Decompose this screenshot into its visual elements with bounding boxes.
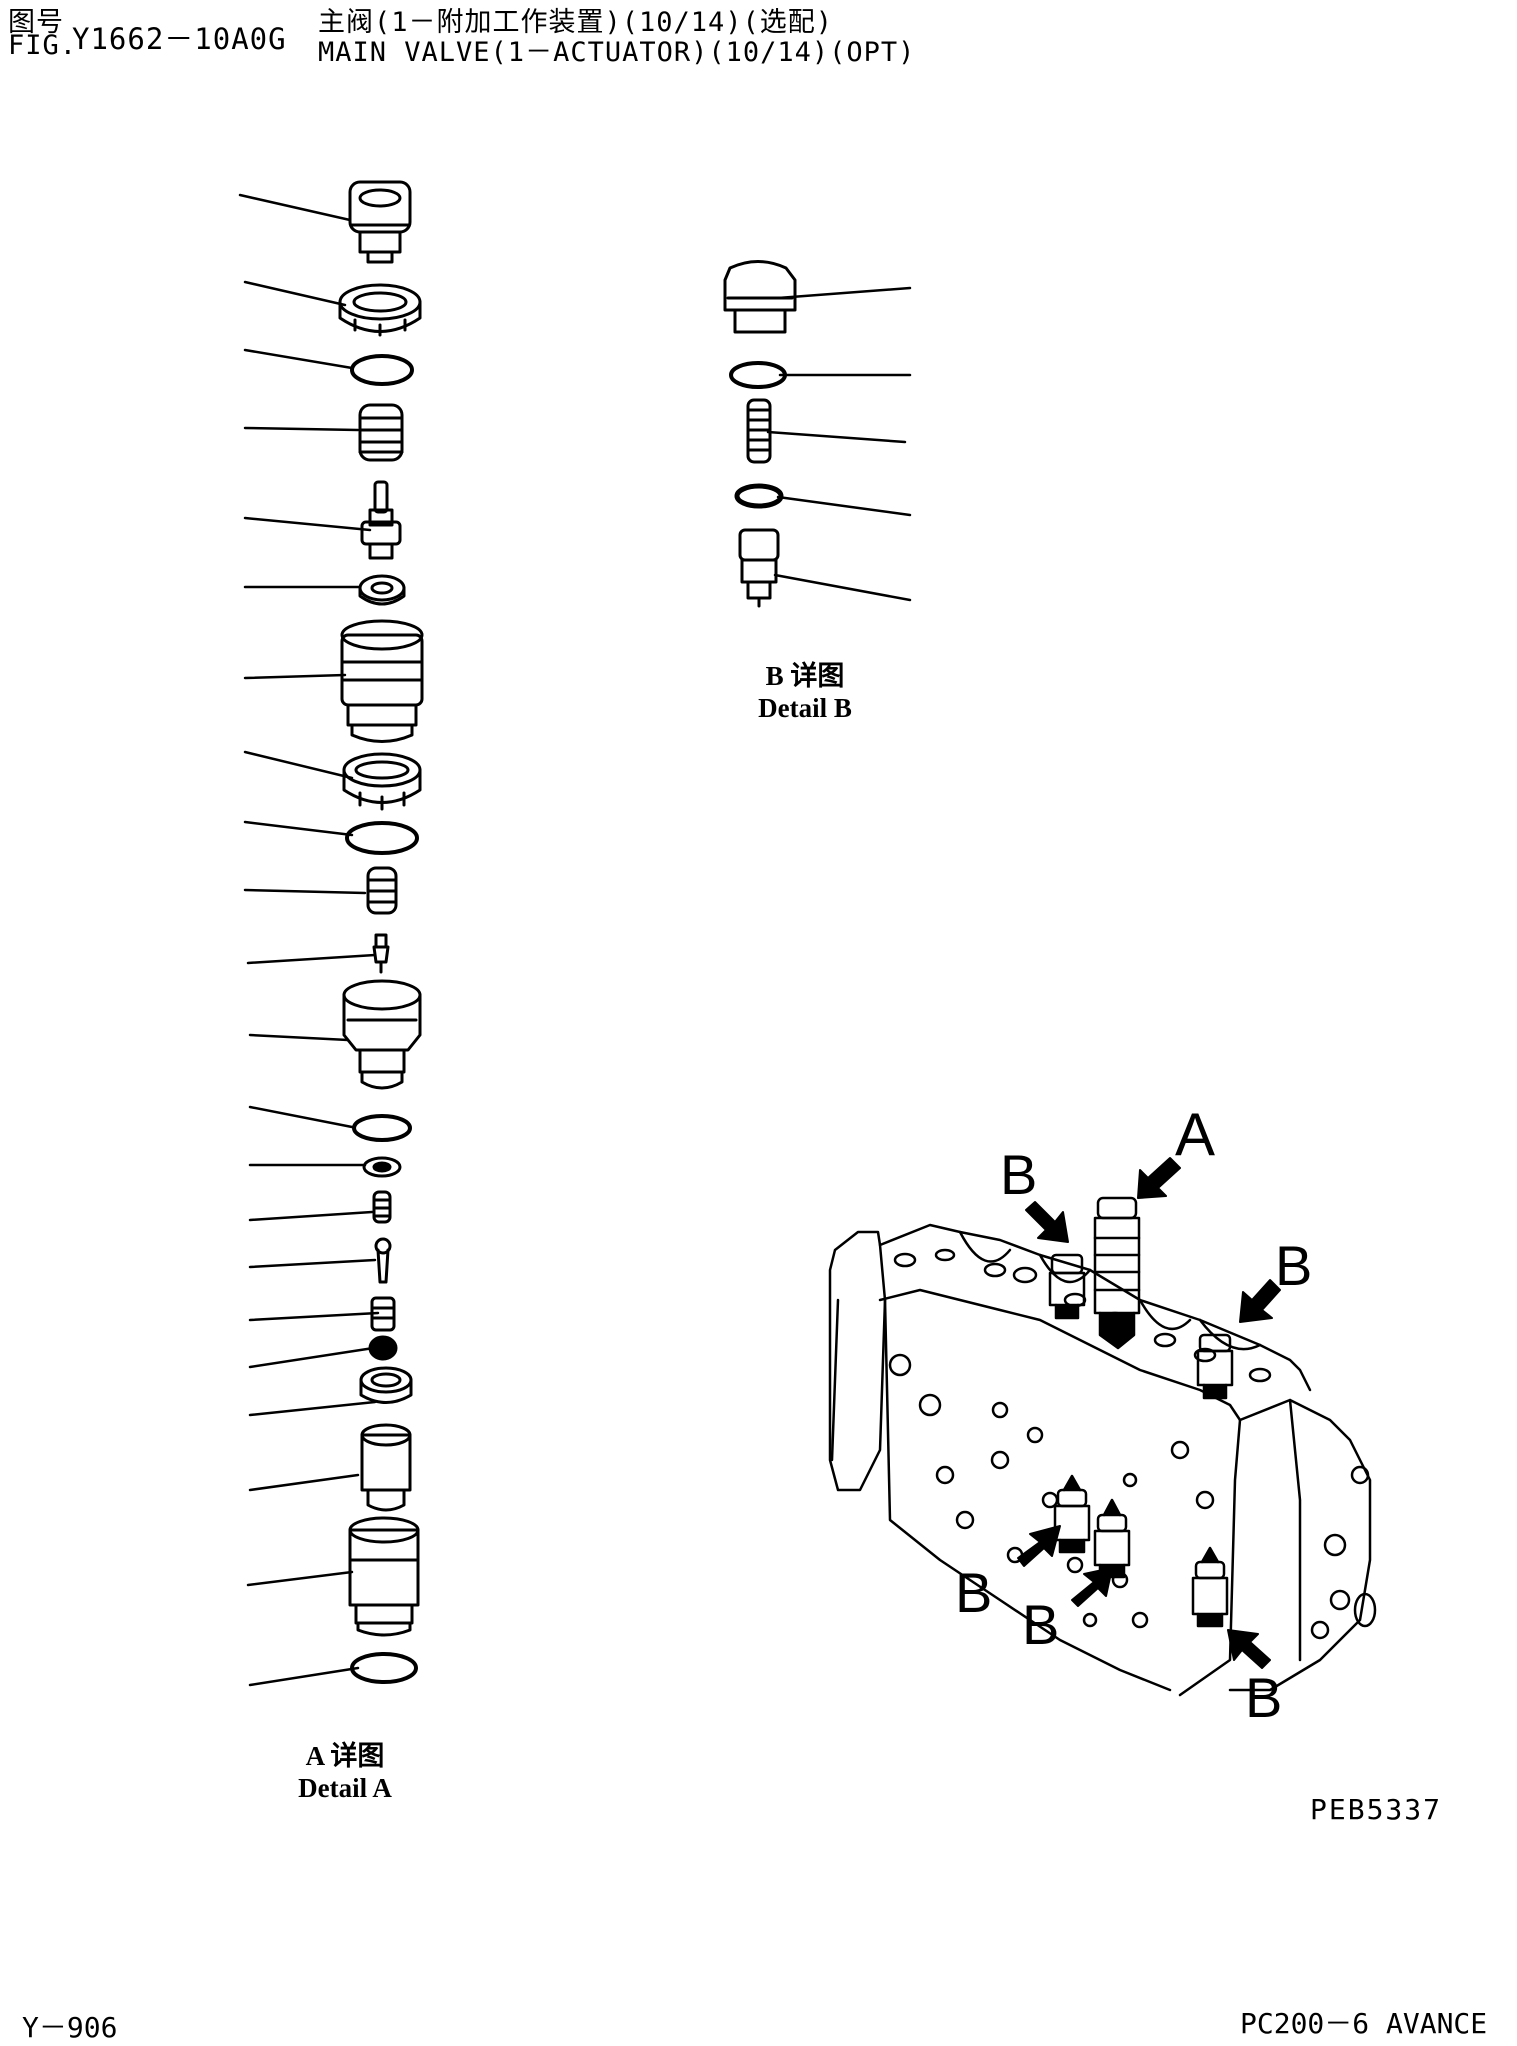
spring-part — [358, 403, 404, 462]
callout-b: B — [1022, 1593, 1060, 1656]
detail-a-label-cn: A 详图 — [305, 1741, 385, 1771]
fig-label-en: FIG. — [8, 30, 78, 61]
suction-valve-b — [1053, 1474, 1091, 1554]
suction-valve-b — [1191, 1546, 1229, 1628]
callout-b: B — [1000, 1143, 1038, 1206]
page-number: Y－906 — [22, 2011, 118, 2044]
callout-a: A — [1175, 1101, 1216, 1168]
detail-a-leader-lines — [238, 193, 382, 1687]
main-valve-assembly — [828, 1196, 1377, 1697]
detail-b-caption: B 详图 Detail B — [700, 660, 910, 724]
washer-part — [362, 1156, 402, 1178]
suction-valve-b — [1093, 1498, 1131, 1579]
washer-part — [358, 574, 406, 606]
nut-part — [338, 283, 422, 337]
cap-part — [348, 180, 412, 264]
spring-part — [372, 1190, 392, 1224]
fig-label-cn: 图号 — [8, 7, 64, 38]
plug-part — [723, 260, 797, 334]
callout-arrows — [1017, 1157, 1281, 1669]
detail-b-parts — [723, 260, 797, 608]
detail-a-caption: A 详图 Detail A — [240, 1740, 450, 1804]
suction-valve-b — [1048, 1253, 1086, 1320]
spring-part — [746, 398, 772, 464]
drawing-code: PEB5337 — [1310, 1793, 1443, 1826]
needle-part — [374, 1237, 392, 1284]
callout-b: B — [1275, 1234, 1313, 1297]
detail-b-label-en: Detail B — [758, 693, 852, 723]
plug-part — [348, 1516, 420, 1637]
detail-b-label-cn: B 详图 — [765, 661, 845, 691]
fig-number: Y1662－10A0G — [72, 22, 287, 56]
poppet-part — [738, 528, 780, 608]
callout-b: B — [955, 1561, 993, 1624]
poppet-part — [360, 480, 402, 560]
washer-part — [734, 483, 784, 509]
seat-part — [370, 1296, 396, 1332]
detail-b-leader-lines — [766, 286, 912, 602]
o-ring-part — [345, 821, 419, 855]
o-ring-part — [350, 1652, 418, 1684]
suction-valve-b — [1196, 1333, 1234, 1400]
o-ring-part — [350, 354, 414, 386]
ring-nut-part — [342, 752, 422, 811]
sleeve-part — [340, 619, 424, 743]
pin-part — [372, 933, 390, 974]
detail-a-parts — [338, 180, 424, 1684]
title-cn: 主阀(1－附加工作装置)(10/14)(选配) — [318, 7, 834, 38]
o-ring-part — [729, 361, 787, 389]
o-ring-part — [352, 1114, 412, 1142]
relief-valve-a — [1093, 1196, 1141, 1350]
model-name: PC200－6 AVANCE — [1240, 2007, 1488, 2040]
spring-part — [366, 866, 398, 915]
backup-ring-part — [359, 1366, 413, 1404]
detail-a-label-en: Detail A — [298, 1773, 392, 1803]
title-en: MAIN VALVE(1－ACTUATOR)(10/14)(OPT) — [318, 37, 916, 68]
valve-body-part — [342, 979, 422, 1090]
ball-part — [368, 1335, 398, 1361]
callout-b: B — [1245, 1666, 1283, 1729]
plunger-part — [360, 1423, 412, 1512]
